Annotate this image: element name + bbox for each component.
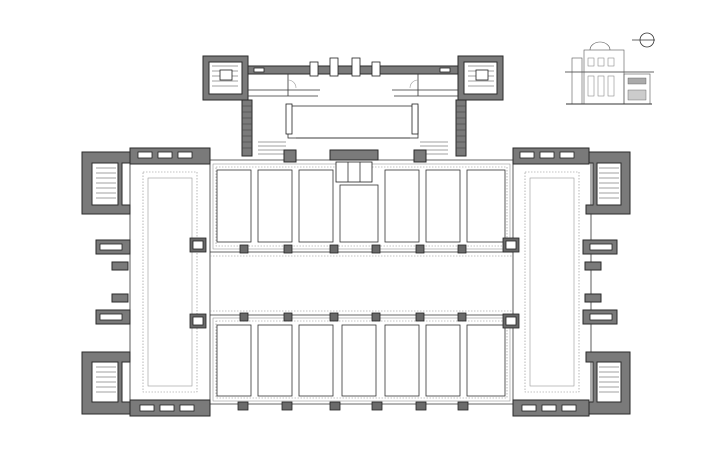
north-annex <box>202 55 504 183</box>
stair-tower-nw <box>81 147 211 215</box>
stair-tower-ne <box>512 147 631 215</box>
stair-tower-sw <box>81 351 211 417</box>
central-hall <box>210 159 513 405</box>
east-facade-piers <box>582 239 618 325</box>
south-facade-piers <box>237 401 469 411</box>
stair-tower-se <box>512 351 631 417</box>
west-facade-piers <box>95 239 131 325</box>
building-section-thumbnail <box>565 41 654 105</box>
north-arrow-icon <box>632 32 655 48</box>
lower-bays <box>212 317 511 402</box>
upper-bays <box>212 163 511 250</box>
right-wing <box>512 161 592 403</box>
corridor-columns <box>189 237 520 329</box>
left-wing <box>129 161 211 403</box>
